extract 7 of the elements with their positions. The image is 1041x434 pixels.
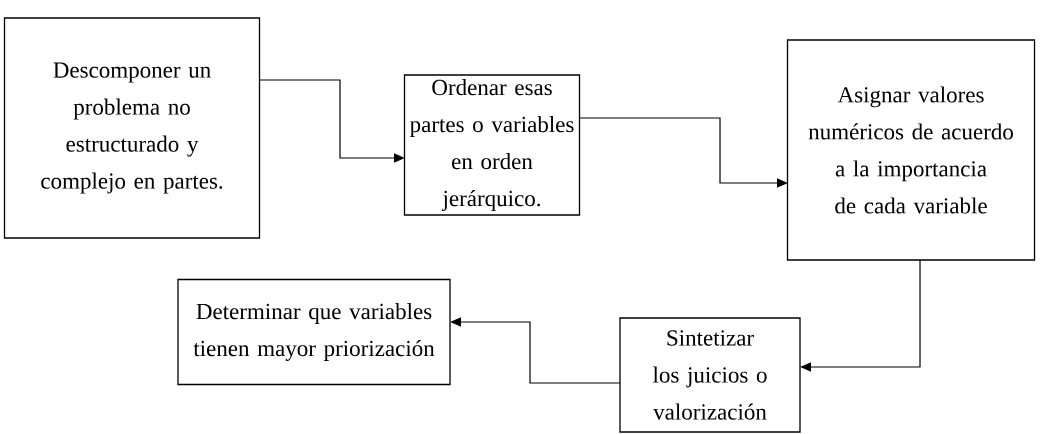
arrow xyxy=(259,79,405,163)
process-box: Sintetizar los juicios o valorización xyxy=(619,317,801,433)
arrow xyxy=(579,117,788,188)
process-box: Asignar valores numéricos de acuerdo a la importancia de cada variable xyxy=(786,39,1036,261)
process-box: Descomponer un problema no estructurado y complejo en partes. xyxy=(3,17,261,239)
process-box: Ordenar esas partes o variables en orden jerárquico. xyxy=(403,74,581,216)
process-box: Determinar que variables tienen mayor priorización xyxy=(177,278,451,386)
